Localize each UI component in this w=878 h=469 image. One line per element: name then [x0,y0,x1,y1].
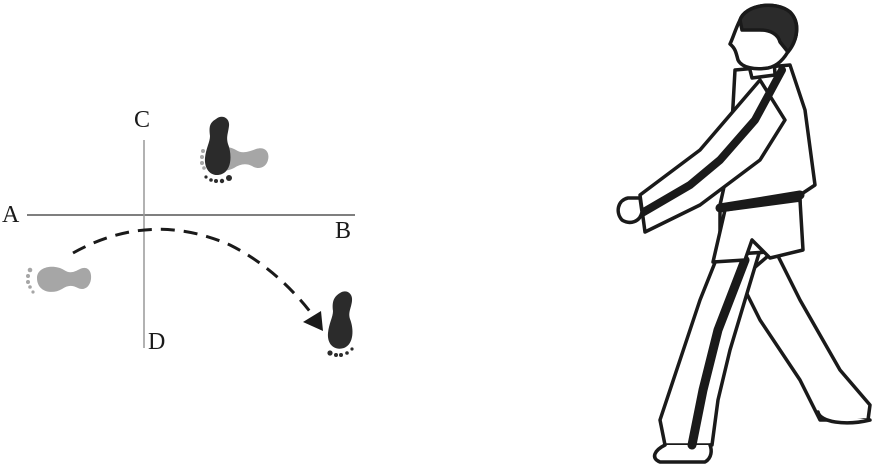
label-c: C [134,107,151,133]
label-b: B [335,218,352,244]
arrowhead-icon [303,311,323,331]
label-d: D [148,329,166,355]
end-footprint-icon [327,291,354,357]
pivot-dark-footprint-icon [204,116,232,184]
movement-path [72,227,320,323]
martial-artist-figure [616,3,872,464]
label-a: A [2,202,20,228]
start-footprint-icon [26,266,92,294]
